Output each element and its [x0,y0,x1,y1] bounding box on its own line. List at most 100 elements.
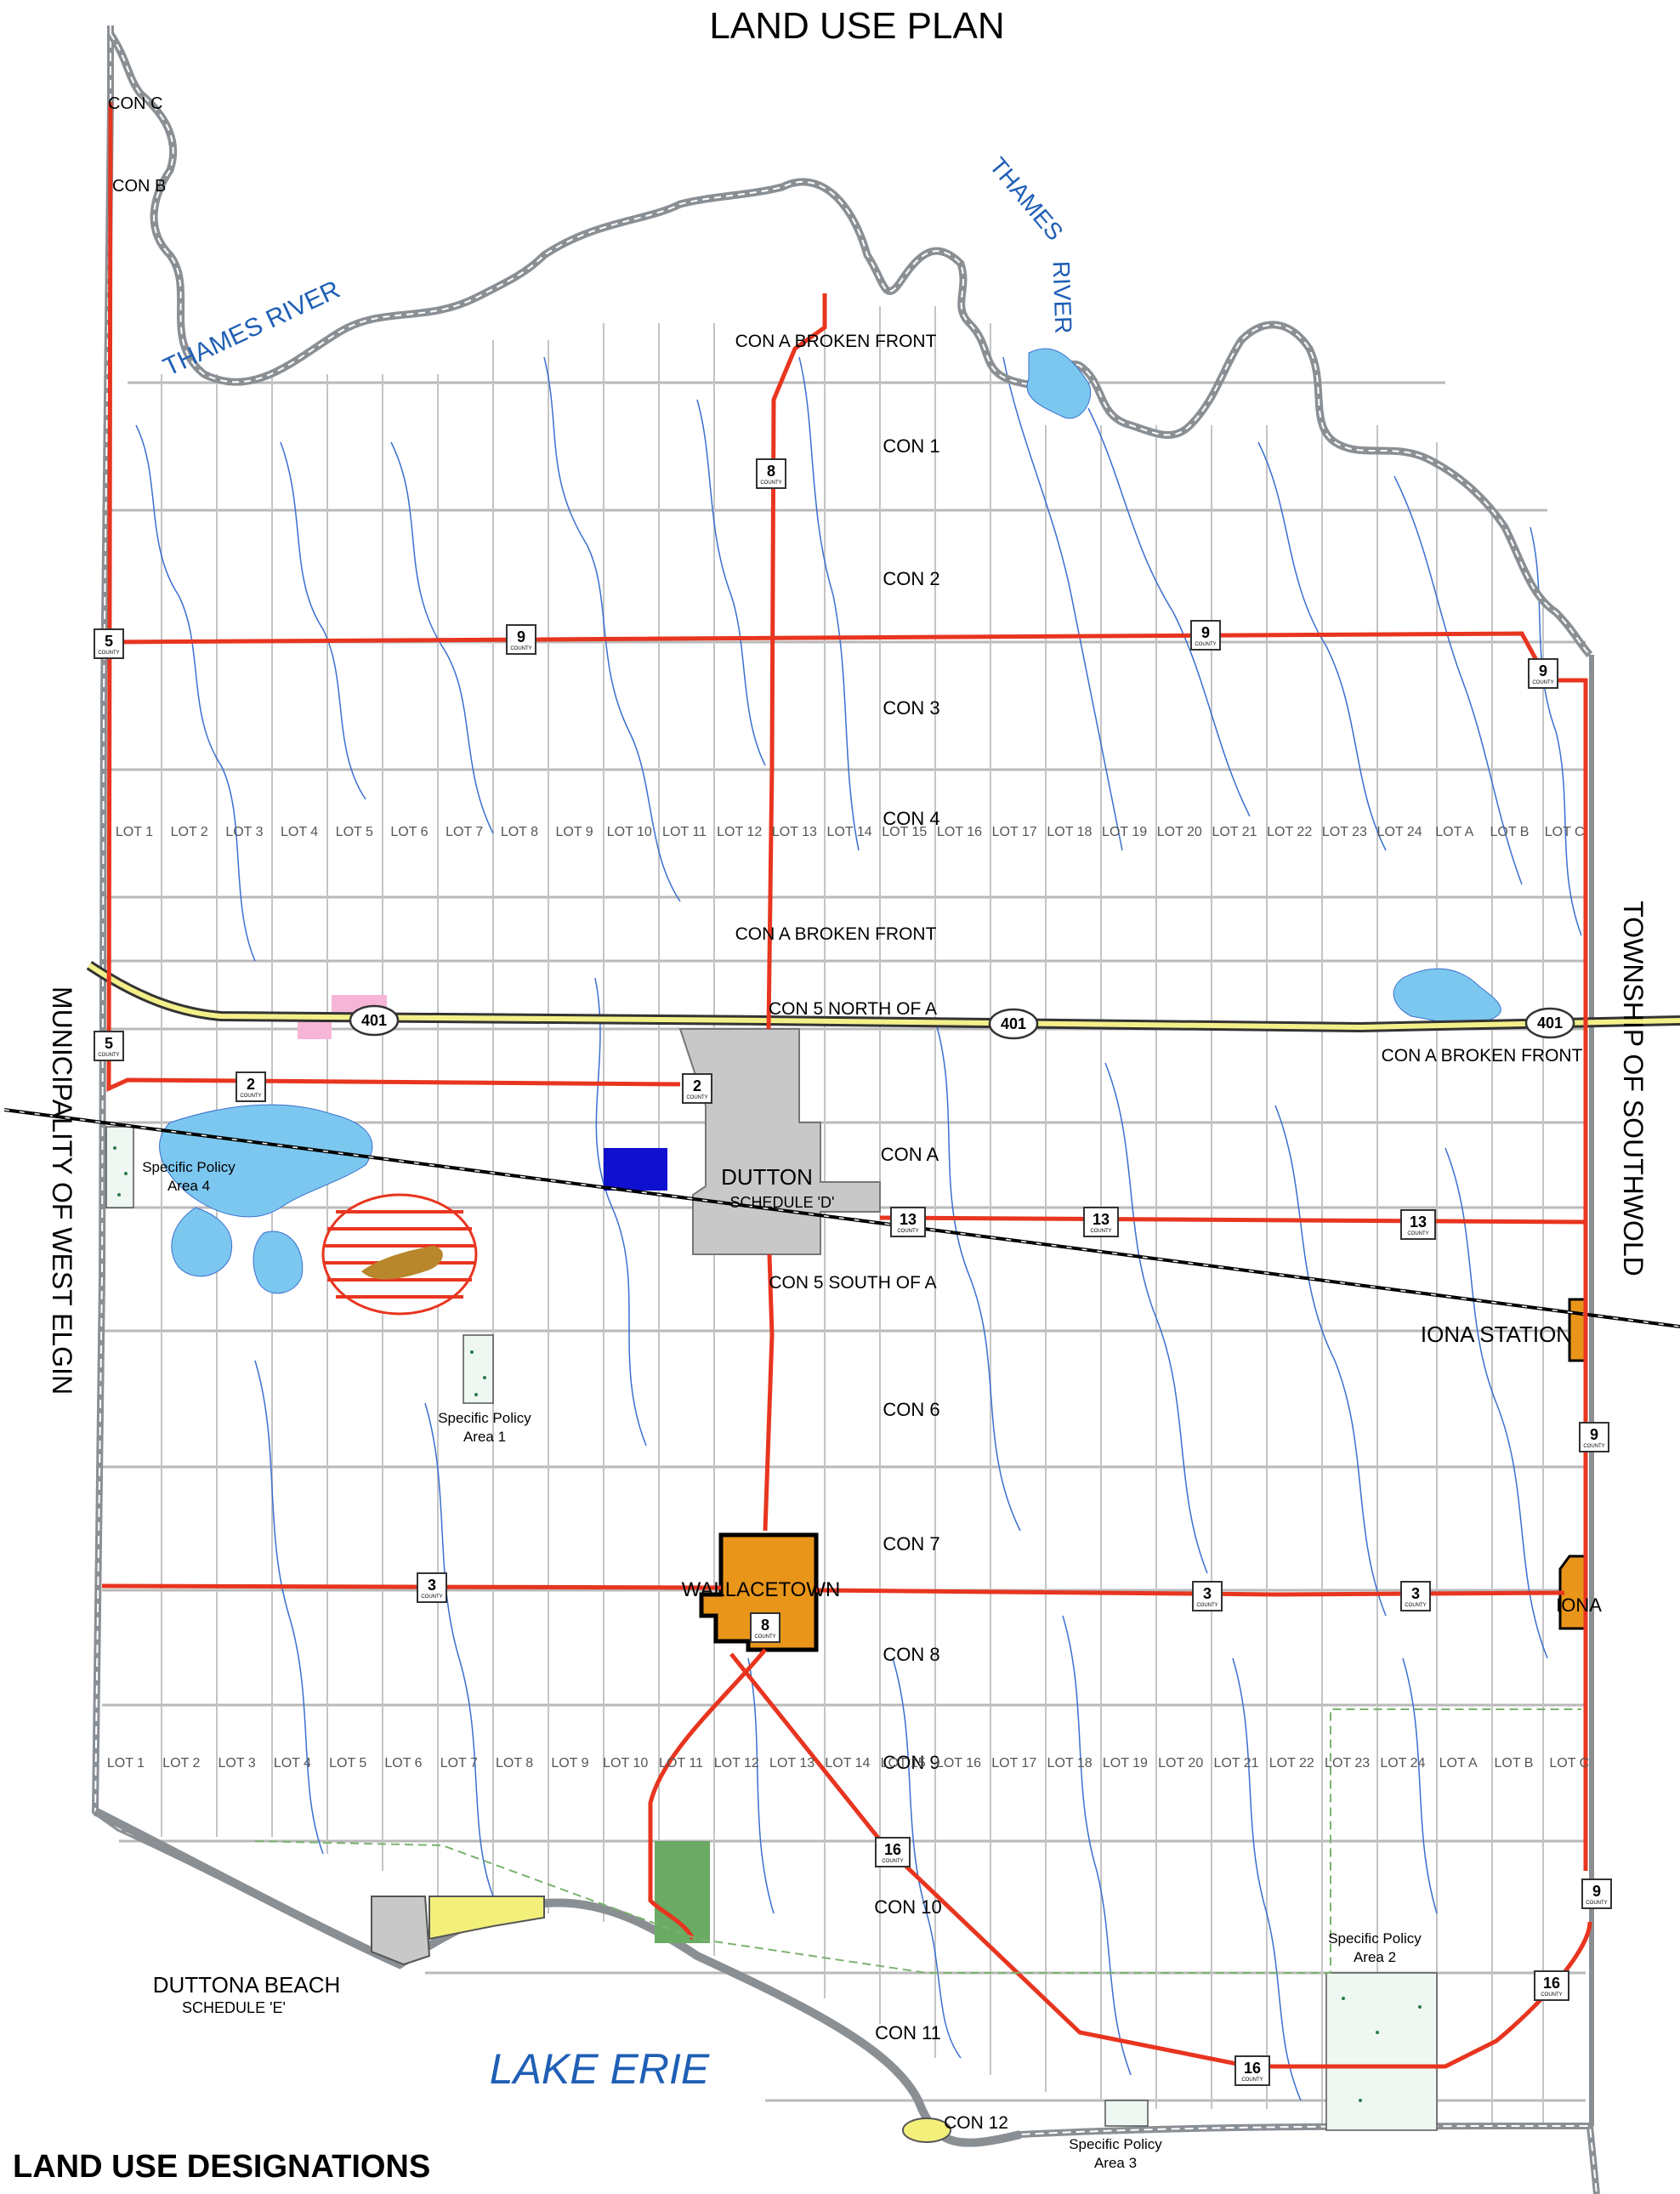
duttona-beach-yellow [429,1896,545,1941]
svg-text:COUNTY: COUNTY [760,480,781,486]
con-1-label: CON 1 [883,435,939,457]
streams [135,356,1582,2101]
svg-text:16: 16 [884,1841,901,1858]
con-c-label: CON C [108,94,162,113]
svg-text:COUNTY: COUNTY [1407,1231,1428,1236]
dutton-label: DUTTON [721,1164,813,1190]
svg-text:8: 8 [761,1617,769,1634]
con-a-label: CON A [881,1144,939,1165]
con-b-label: CON B [112,177,166,196]
lot-label: LOT 1 [107,1756,145,1771]
con-a-broken-front-mid-label: CON A BROKEN FRONT [735,924,937,944]
lot-label: LOT 4 [281,825,318,839]
lot-label: LOT 16 [937,825,982,839]
hatched-area [321,1193,478,1316]
svg-text:COUNTY: COUNTY [510,646,531,651]
iona-label: IONA [1556,1594,1602,1616]
svg-text:COUNTY: COUNTY [1196,1603,1217,1608]
lot-label: LOT 13 [772,825,817,839]
svg-text:3: 3 [1203,1585,1212,1602]
lot-label: LOT 20 [1157,825,1202,839]
svg-text:COUNTY: COUNTY [240,1094,261,1099]
west-boundary-label: MUNICIPALITY OF WEST ELGIN [47,986,77,1395]
spa3-label-2: Area 3 [1094,2155,1137,2171]
svg-text:8: 8 [767,463,775,480]
wallacetown-label: WALLACETOWN [682,1578,841,1601]
lot-label: LOT 5 [336,825,373,839]
spa1-label-1: Specific Policy [438,1410,531,1426]
lakes [159,348,1501,1294]
con-5-south-label: CON 5 SOUTH OF A [769,1273,936,1293]
svg-text:401: 401 [361,1012,387,1029]
lot-label: LOT 18 [1047,1756,1093,1771]
svg-text:COUNTY: COUNTY [1241,2077,1263,2083]
svg-text:3: 3 [1411,1585,1420,1602]
svg-text:COUNTY: COUNTY [1090,1229,1111,1234]
con-12-label: CON 12 [944,2113,1008,2133]
lot-label: LOT 19 [1102,825,1147,839]
lot-label: LOT 8 [496,1756,533,1771]
lot-label: LOT 3 [225,825,263,839]
lot-label: LOT 1 [116,825,153,839]
spa3-label-1: Specific Policy [1069,2136,1162,2152]
lot-label: LOT 2 [171,825,208,839]
svg-text:9: 9 [1590,1426,1598,1443]
highway-401-shield: 401 [988,1008,1039,1040]
map-title: LAND USE PLAN [709,5,1004,47]
railway [3,1108,1680,1328]
lake-erie-label: LAKE ERIE [490,2045,710,2093]
spa2-label-1: Specific Policy [1328,1930,1422,1947]
svg-text:9: 9 [1539,662,1547,679]
con-3-label: CON 3 [883,697,939,719]
thames-river-label-east-2: RIVER [1048,260,1077,334]
lot-label: LOT B [1490,825,1530,839]
svg-text:16: 16 [1543,1975,1560,1992]
spa4-label-1: Specific Policy [142,1159,236,1175]
lot-label: LOT 24 [1380,1756,1425,1771]
lot-label: LOT C [1549,1756,1589,1771]
lot-label: LOT 23 [1325,1756,1370,1771]
lot-label: LOT 7 [440,1756,478,1771]
svg-text:COUNTY: COUNTY [1583,1444,1604,1449]
lot-label: LOT 21 [1213,1756,1258,1771]
lot-label: LOT 19 [1103,1756,1148,1771]
svg-text:COUNTY: COUNTY [686,1095,707,1100]
lot-label: LOT 11 [659,1756,703,1771]
lot-label: LOT 20 [1158,1756,1203,1771]
lot-label: LOT 21 [1212,825,1257,839]
svg-text:3: 3 [428,1577,436,1594]
svg-text:401: 401 [1001,1015,1026,1032]
spa1-label-2: Area 1 [463,1429,506,1445]
lot-label: LOT 15 [881,1756,926,1771]
con-2-label: CON 2 [883,568,939,589]
con-5-north-label: CON 5 NORTH OF A [769,999,937,1019]
con-9-label: CON 9 [883,1752,939,1773]
lot-label: LOT 13 [769,1756,814,1771]
iona-station-label: IONA STATION [1421,1322,1572,1347]
lot-label: LOT A [1439,1756,1478,1771]
svg-text:COUNTY: COUNTY [1586,1901,1607,1906]
svg-text:5: 5 [105,633,113,650]
legend-heading: LAND USE DESIGNATIONS [13,2149,430,2185]
lot-label: LOT A [1435,825,1473,839]
duttona-beach-label: DUTTONA BEACH [153,1972,341,1998]
svg-text:COUNTY: COUNTY [98,1053,119,1058]
duttona-schedule-label: SCHEDULE 'E' [182,1999,286,2016]
svg-text:COUNTY: COUNTY [1541,1992,1562,1998]
lot-label: LOT 10 [603,1756,648,1771]
lot-label: LOT 12 [717,825,762,839]
con-7-label: CON 7 [883,1533,939,1555]
highway-401-shield: 401 [349,1004,400,1037]
lot-label: LOT 3 [219,1756,256,1771]
svg-text:9: 9 [1592,1883,1601,1900]
lot-label: LOT 15 [882,825,927,839]
